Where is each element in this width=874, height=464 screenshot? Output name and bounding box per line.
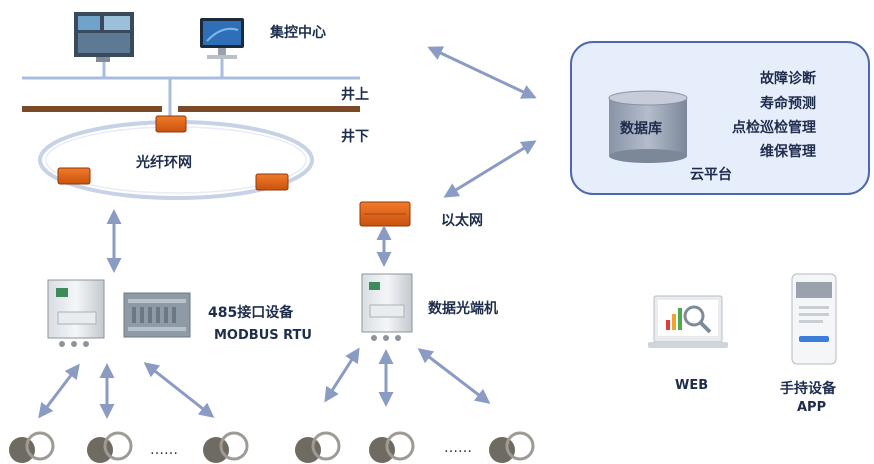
underground-label: 井下 — [341, 129, 369, 145]
control-room-monitor-icon — [74, 12, 134, 62]
ring-switch-icon — [255, 173, 289, 191]
cloud-service-item: 故障诊断 — [760, 71, 816, 87]
arrow-center-cloud — [427, 46, 537, 99]
vibration-sensor-icon — [295, 431, 341, 463]
vibration-sensor-icon — [203, 431, 249, 463]
sensor-ellipsis-right: …… — [444, 440, 472, 456]
ring-switch-icon — [57, 167, 91, 185]
modbus-label: MODBUS RTU — [214, 328, 312, 343]
arrow-terminal-sensor — [417, 348, 491, 404]
database-label: 数据库 — [620, 121, 662, 137]
cloud-service-item: 点检巡检管理 — [732, 120, 816, 136]
sensor-ellipsis-left: …… — [150, 442, 178, 458]
plc-module-icon — [123, 292, 191, 338]
optical-terminal-label: 数据光端机 — [428, 301, 498, 317]
desktop-computer-icon — [200, 18, 244, 59]
app-label: APP — [797, 400, 827, 415]
web-label: WEB — [675, 378, 709, 393]
arrow-485-sensor — [143, 362, 215, 418]
handheld-label: 手持设备 — [780, 381, 836, 397]
vibration-sensor-icon — [489, 431, 535, 463]
cloud-platform-label: 云平台 — [690, 167, 732, 183]
vibration-sensor-icon — [87, 431, 133, 463]
interface-cabinet-icon — [47, 279, 105, 347]
vibration-sensor-icon — [9, 431, 55, 463]
arrow-cloud-ethernet — [443, 140, 537, 198]
ethernet-switch-icon — [359, 201, 411, 227]
ground-line-left — [22, 106, 162, 112]
arrow-terminal-sensor — [324, 347, 360, 403]
vibration-sensor-icon — [369, 431, 415, 463]
database-cylinder-icon — [608, 90, 688, 163]
fiber-ring-label: 光纤环网 — [136, 155, 192, 171]
optical-terminal-cabinet-icon — [361, 273, 413, 341]
cloud-service-item: 维保管理 — [760, 144, 816, 160]
web-monitor-icon — [648, 295, 728, 348]
arrow-485-sensor — [38, 363, 80, 419]
ground-line-right — [178, 106, 360, 112]
ring-switch-icon — [155, 115, 187, 133]
ethernet-label: 以太网 — [441, 213, 483, 229]
cloud-service-item: 寿命预测 — [760, 96, 816, 112]
above-ground-label: 井上 — [341, 87, 369, 103]
handheld-phone-icon — [791, 273, 837, 365]
interface-485-label: 485接口设备 — [208, 305, 294, 321]
control-center-label: 集控中心 — [270, 25, 326, 41]
